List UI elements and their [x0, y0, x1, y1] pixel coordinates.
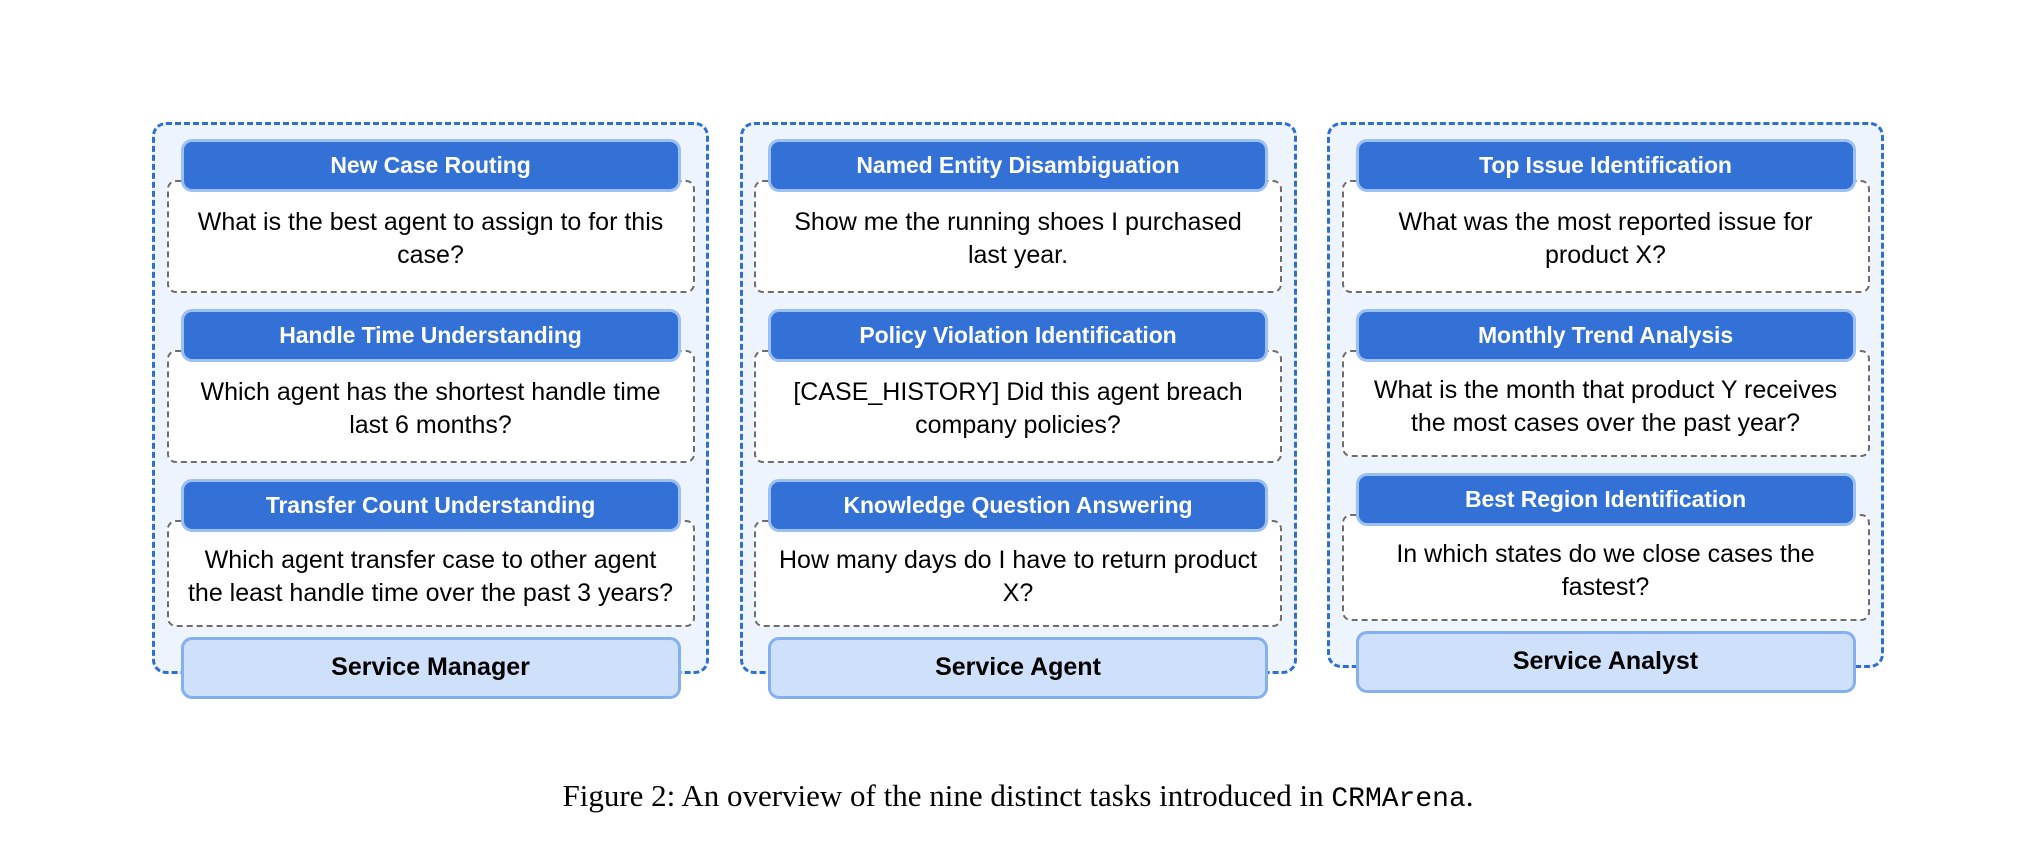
task-question-transfer-count-understanding: Which agent transfer case to other agent…: [166, 520, 695, 628]
task-question-policy-violation-identification: [CASE_HISTORY] Did this agent breach com…: [754, 350, 1282, 464]
task-card: New Case Routing What is the best agent …: [166, 139, 695, 294]
role-group-service-analyst: Top Issue Identification What was the mo…: [1327, 122, 1884, 694]
task-card: Policy Violation Identification [CASE_HI…: [754, 309, 1282, 464]
role-group-service-agent: Named Entity Disambiguation Show me the …: [739, 122, 1297, 700]
task-title-best-region-identification: Best Region Identification: [1355, 473, 1856, 527]
task-title-handle-time-understanding: Handle Time Understanding: [180, 309, 681, 363]
caption-mono-term: CRMArena: [1331, 784, 1466, 815]
task-question-knowledge-question-answering: How many days do I have to return produc…: [754, 520, 1282, 628]
task-card: Named Entity Disambiguation Show me the …: [754, 139, 1282, 294]
task-card: Monthly Trend Analysis What is the month…: [1341, 309, 1870, 458]
task-columns: New Case Routing What is the best agent …: [152, 122, 1884, 700]
task-card: Top Issue Identification What was the mo…: [1341, 139, 1870, 294]
task-card: Transfer Count Understanding Which agent…: [166, 479, 695, 628]
task-question-top-issue-identification: What was the most reported issue for pro…: [1341, 180, 1870, 294]
role-label-service-manager: Service Manager: [180, 637, 681, 700]
task-title-top-issue-identification: Top Issue Identification: [1355, 139, 1856, 193]
task-title-transfer-count-understanding: Transfer Count Understanding: [180, 479, 681, 533]
caption-prefix: Figure 2:: [562, 778, 676, 813]
caption-text: An overview of the nine distinct tasks i…: [681, 778, 1324, 813]
task-question-monthly-trend-analysis: What is the month that product Y receive…: [1341, 350, 1870, 458]
caption-suffix: .: [1465, 778, 1474, 813]
task-question-best-region-identification: In which states do we close cases the fa…: [1341, 514, 1870, 622]
task-card: Handle Time Understanding Which agent ha…: [166, 309, 695, 464]
task-question-named-entity-disambiguation: Show me the running shoes I purchased la…: [754, 180, 1282, 294]
figure-caption: Figure 2: An overview of the nine distin…: [0, 778, 2036, 815]
task-question-handle-time-understanding: Which agent has the shortest handle time…: [166, 350, 695, 464]
role-group-service-manager: New Case Routing What is the best agent …: [152, 122, 709, 700]
task-card: Knowledge Question Answering How many da…: [754, 479, 1282, 628]
task-title-monthly-trend-analysis: Monthly Trend Analysis: [1355, 309, 1856, 363]
task-title-new-case-routing: New Case Routing: [180, 139, 681, 193]
task-question-new-case-routing: What is the best agent to assign to for …: [166, 180, 695, 294]
task-title-named-entity-disambiguation: Named Entity Disambiguation: [768, 139, 1268, 193]
task-title-policy-violation-identification: Policy Violation Identification: [768, 309, 1268, 363]
role-label-service-analyst: Service Analyst: [1355, 631, 1856, 694]
task-title-knowledge-question-answering: Knowledge Question Answering: [768, 479, 1268, 533]
role-label-service-agent: Service Agent: [768, 637, 1268, 700]
task-card: Best Region Identification In which stat…: [1341, 473, 1870, 622]
